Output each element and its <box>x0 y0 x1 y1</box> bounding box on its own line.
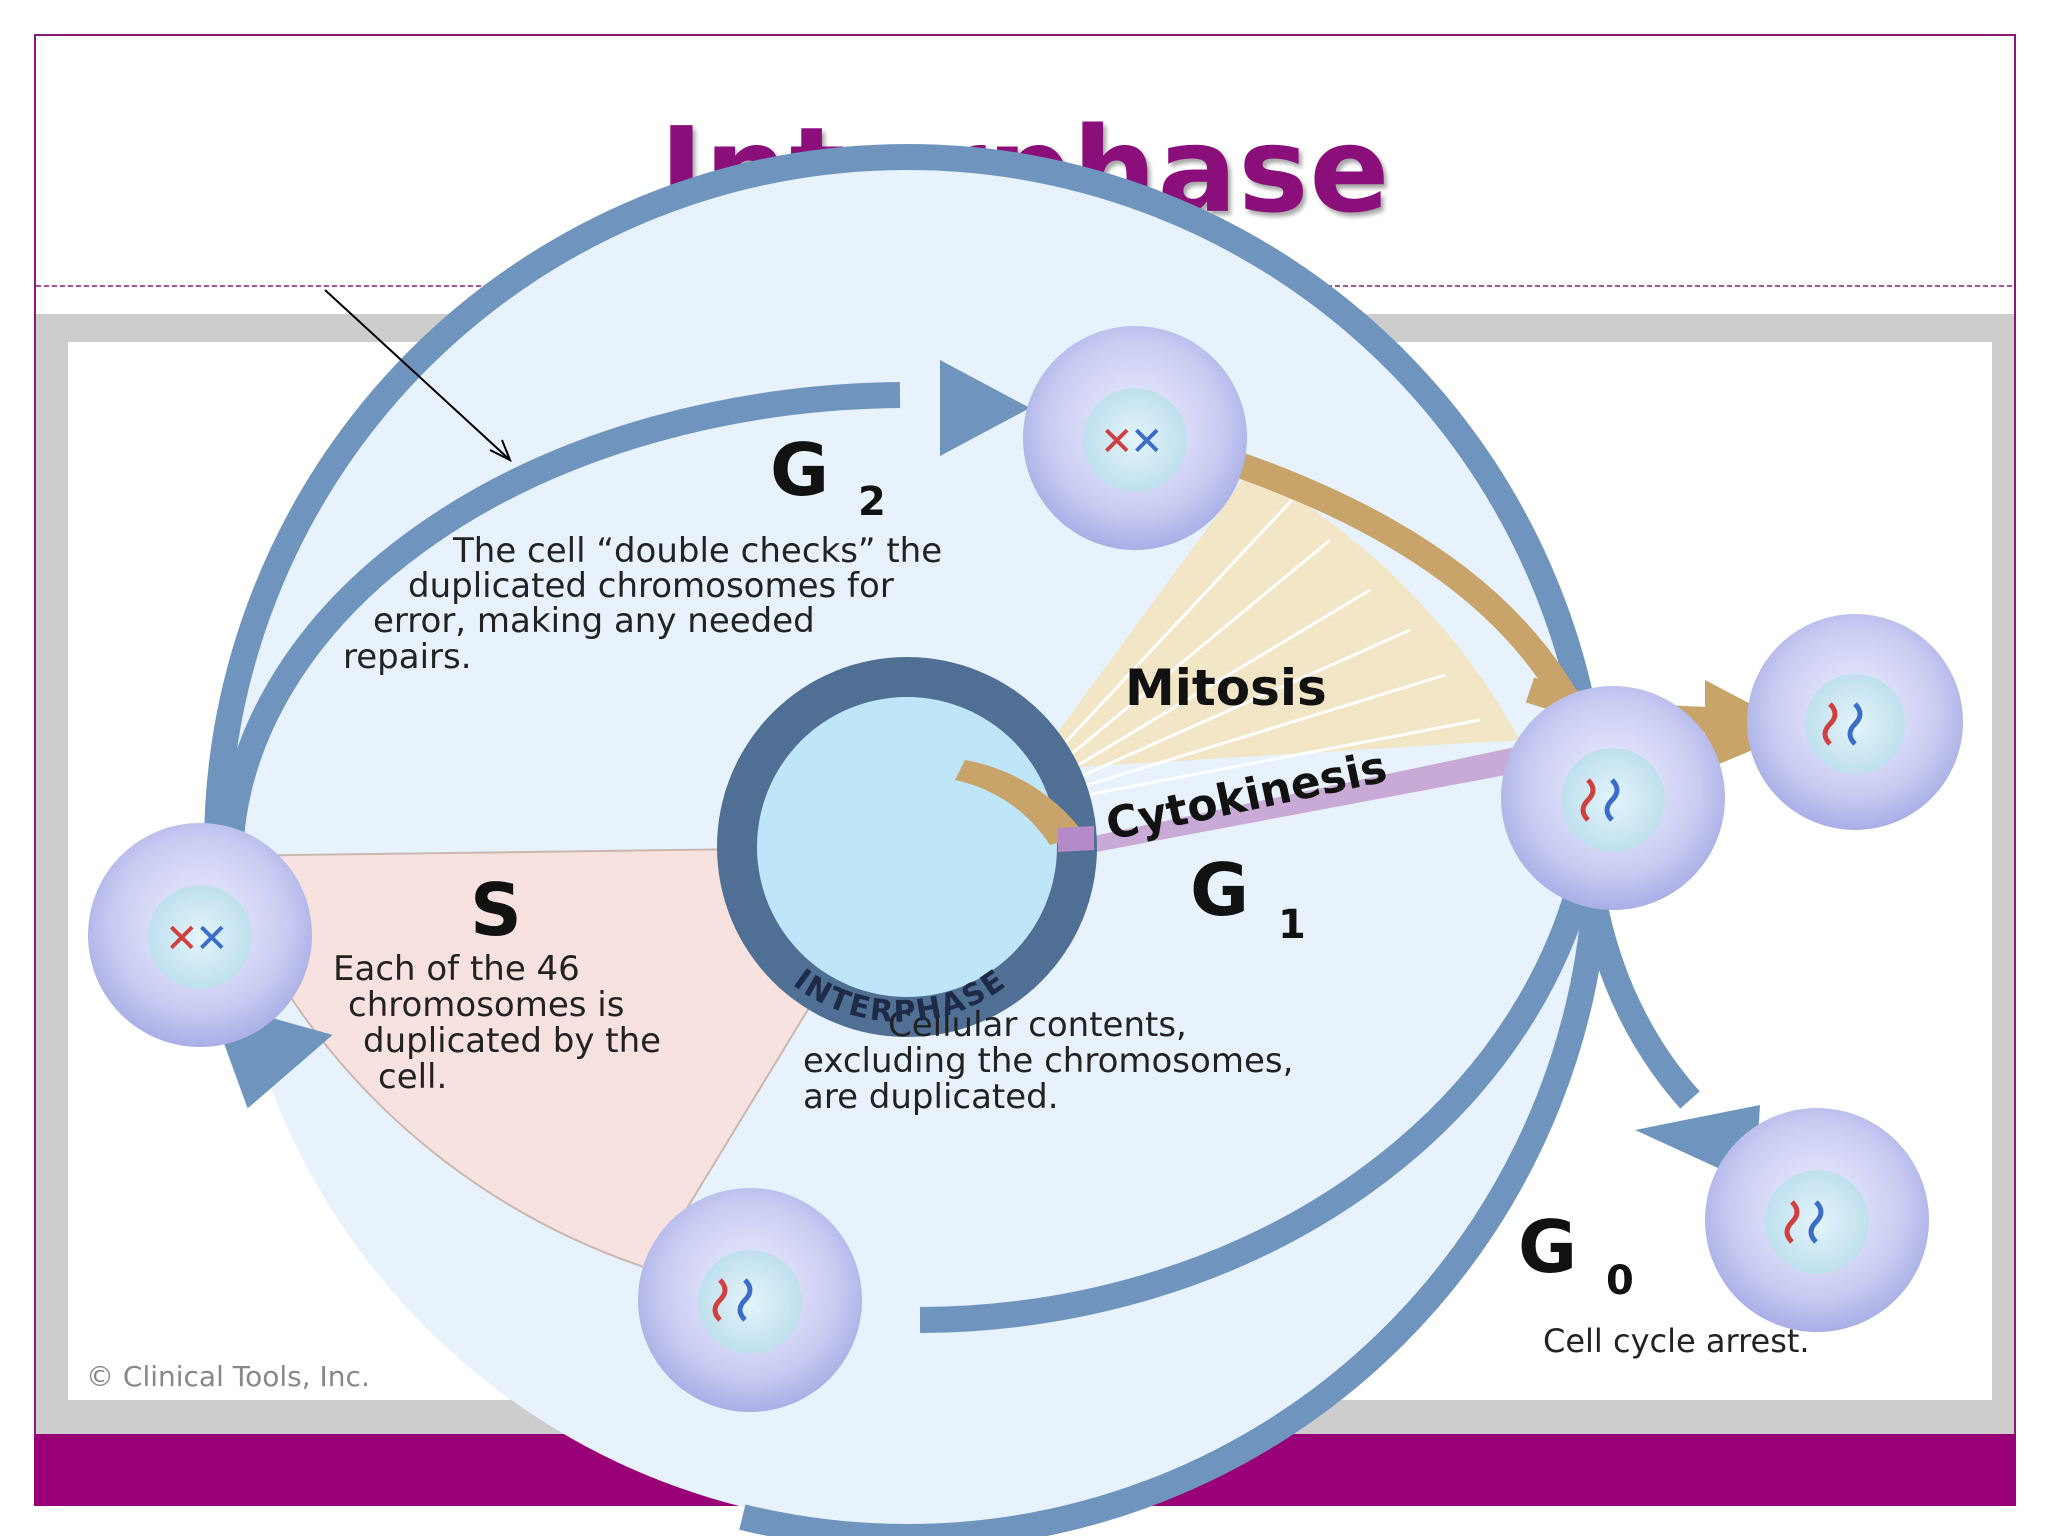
g2-line-4: repairs. <box>343 637 472 677</box>
cycle-ring-upper-left <box>217 382 901 857</box>
s-line-4: cell. <box>378 1057 447 1097</box>
g0-subscript: 0 <box>1606 1258 1634 1304</box>
g2-line-3: error, making any needed <box>373 601 815 641</box>
g2-line-1: The cell “double checks” the <box>452 531 942 571</box>
mitosis-label: Mitosis <box>1125 659 1327 717</box>
s-letter: S <box>470 868 522 952</box>
g1-line-2: excluding the chromosomes, <box>803 1041 1293 1081</box>
cell-s: ✕ ✕ <box>88 823 312 1047</box>
cell-daughter-1 <box>1501 686 1725 910</box>
interphase-core <box>757 697 1057 997</box>
s-line-2: chromosomes is <box>348 985 624 1025</box>
cytokinesis-band <box>1075 745 1532 855</box>
g1-line-3: are duplicated. <box>803 1077 1059 1117</box>
cytokinesis-ring-segment <box>1058 826 1094 852</box>
svg-text:✕: ✕ <box>1130 419 1164 465</box>
mitosis-spokes <box>1033 498 1481 802</box>
g1-letter: G <box>1190 848 1249 932</box>
pointer-line <box>324 289 511 461</box>
cycle-arrow-top <box>940 360 1030 456</box>
mitosis-wedge <box>1030 470 1520 770</box>
s-description: Each of the 46 chromosomes is duplicated… <box>333 949 661 1097</box>
cell-g0 <box>1705 1108 1929 1332</box>
g2-letter: G <box>770 428 829 512</box>
g0-description: Cell cycle arrest. <box>1543 1322 1810 1360</box>
s-line-1: Each of the 46 <box>333 949 580 989</box>
cell-daughter-2 <box>1747 614 1963 830</box>
mitosis-ring-segment <box>955 760 1085 845</box>
cell-g2: ✕ ✕ <box>1023 326 1247 550</box>
g0-exit-path <box>1577 878 1700 1109</box>
g1-line-1: Cellular contents, <box>888 1005 1187 1045</box>
copyright-text: © Clinical Tools, Inc. <box>86 1360 370 1393</box>
g2-line-2: duplicated chromosomes for <box>408 566 894 606</box>
cycle-ring-lower-right <box>919 837 1603 1333</box>
g0-letter: G <box>1518 1205 1577 1289</box>
g1-description: Cellular contents, excluding the chromos… <box>803 1005 1293 1117</box>
svg-text:✕: ✕ <box>165 916 199 962</box>
svg-text:✕: ✕ <box>195 916 229 962</box>
g1-subscript: 1 <box>1278 902 1306 948</box>
g2-subscript: 2 <box>858 479 886 525</box>
cell-g1-bottom <box>638 1188 862 1412</box>
s-line-3: duplicated by the <box>363 1021 661 1061</box>
pointer-arrowhead <box>489 439 512 463</box>
g2-description: The cell “double checks” the duplicated … <box>343 531 942 677</box>
svg-text:✕: ✕ <box>1100 419 1134 465</box>
